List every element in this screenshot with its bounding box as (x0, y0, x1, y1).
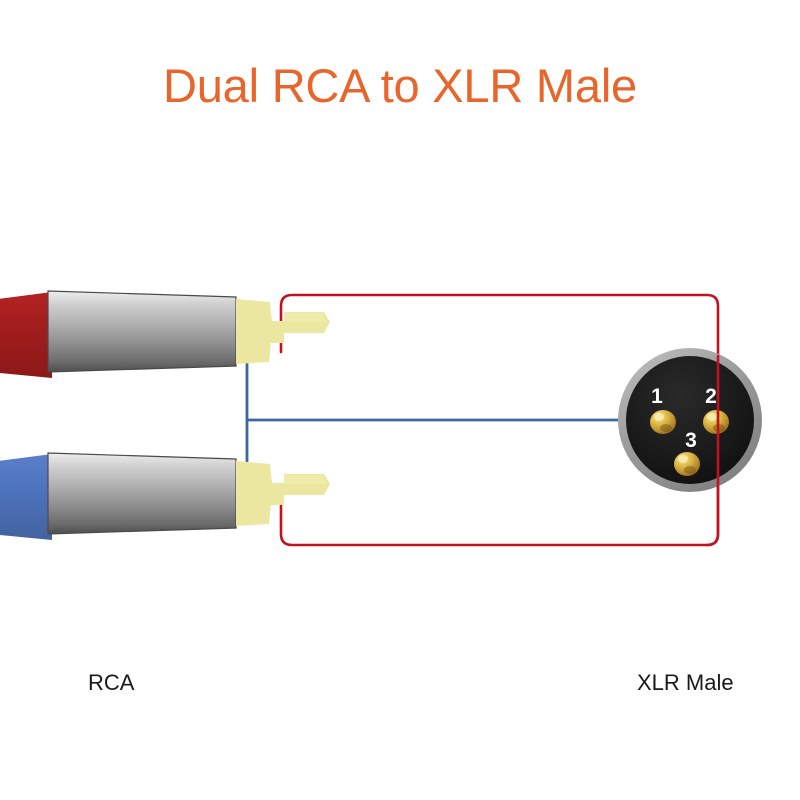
rca-bottom-cable (0, 454, 52, 540)
rca-connector-bottom (0, 452, 330, 540)
caption-rca: RCA (88, 670, 135, 695)
xlr-face (626, 356, 754, 484)
rca-top-tip (236, 299, 330, 364)
rca-top-cable (0, 292, 52, 378)
rca-bottom-tip (236, 461, 330, 526)
ground-wire-overlay (705, 354, 720, 547)
rca-bottom-barrel (47, 452, 237, 535)
xlr-connector: 1 2 3 (618, 348, 762, 492)
caption-xlr-male: XLR Male (637, 670, 734, 695)
rca-connector-top (0, 290, 330, 378)
xlr-pin-label-1: 1 (651, 385, 663, 408)
xlr-pin-2 (703, 410, 729, 434)
xlr-pin-1 (650, 410, 676, 434)
page-title: Dual RCA to XLR Male (162, 59, 638, 112)
xlr-pin-label-2: 2 (705, 385, 717, 408)
rca-top-barrel (47, 290, 237, 373)
xlr-pin-3 (674, 452, 700, 476)
xlr-pin-label-3: 3 (685, 429, 697, 452)
